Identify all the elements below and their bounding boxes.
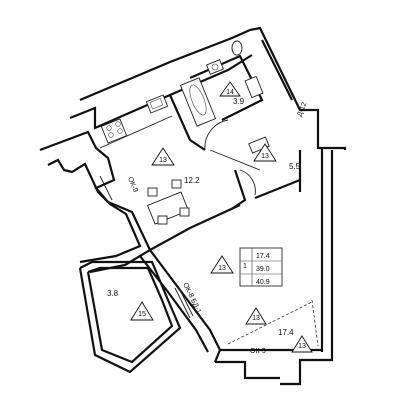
area-labels: 3.9 12.2 5.5 3.8 17.4 — [107, 97, 301, 337]
marker-loggia: 15 — [130, 301, 154, 321]
loggia-area: 3.8 — [107, 289, 119, 298]
svg-text:13: 13 — [218, 265, 226, 272]
toilet — [231, 40, 243, 56]
label-ok9: ОК-9 — [126, 176, 138, 193]
marker-living-small: 13 — [245, 307, 267, 325]
marker-balcony: 13 — [291, 335, 313, 353]
svg-text:14: 14 — [226, 89, 234, 96]
outer-walls — [39, 26, 347, 386]
svg-text:13: 13 — [261, 153, 269, 160]
washbasin — [206, 59, 224, 75]
kitchen-area: 12.2 — [184, 176, 200, 185]
bathroom-area: 3.9 — [233, 97, 245, 106]
living-area-value: 17.4 — [256, 253, 270, 260]
hall-area: 5.5 — [289, 162, 301, 171]
total-area-value: 39.0 — [256, 266, 270, 273]
svg-text:13: 13 — [298, 343, 306, 350]
kitchen-sink — [145, 94, 169, 114]
bathtub — [179, 77, 217, 127]
area-summary: 1 17.4 39.0 40.9 — [239, 247, 283, 287]
bottom-area: 17.4 — [278, 328, 294, 337]
room-markers: 14 13 13 13 13 15 13 — [130, 81, 313, 353]
interior-walls — [149, 54, 302, 251]
rooms-count: 1 — [243, 263, 247, 270]
svg-text:13: 13 — [159, 157, 167, 164]
marker-hall: 13 — [253, 143, 277, 162]
opening-labels: ОК-9 ОК-8 БД-1 ОК-5 Д-12 — [126, 101, 308, 355]
svg-text:13: 13 — [252, 315, 260, 322]
marker-living: 13 — [210, 255, 234, 274]
label-ok5: ОК-5 — [250, 348, 266, 355]
svg-text:15: 15 — [138, 311, 146, 318]
fixtures — [99, 40, 319, 347]
total-with-loggia-value: 40.9 — [256, 279, 270, 286]
marker-kitchen: 13 — [151, 147, 175, 166]
marker-bathroom: 14 — [219, 81, 241, 97]
